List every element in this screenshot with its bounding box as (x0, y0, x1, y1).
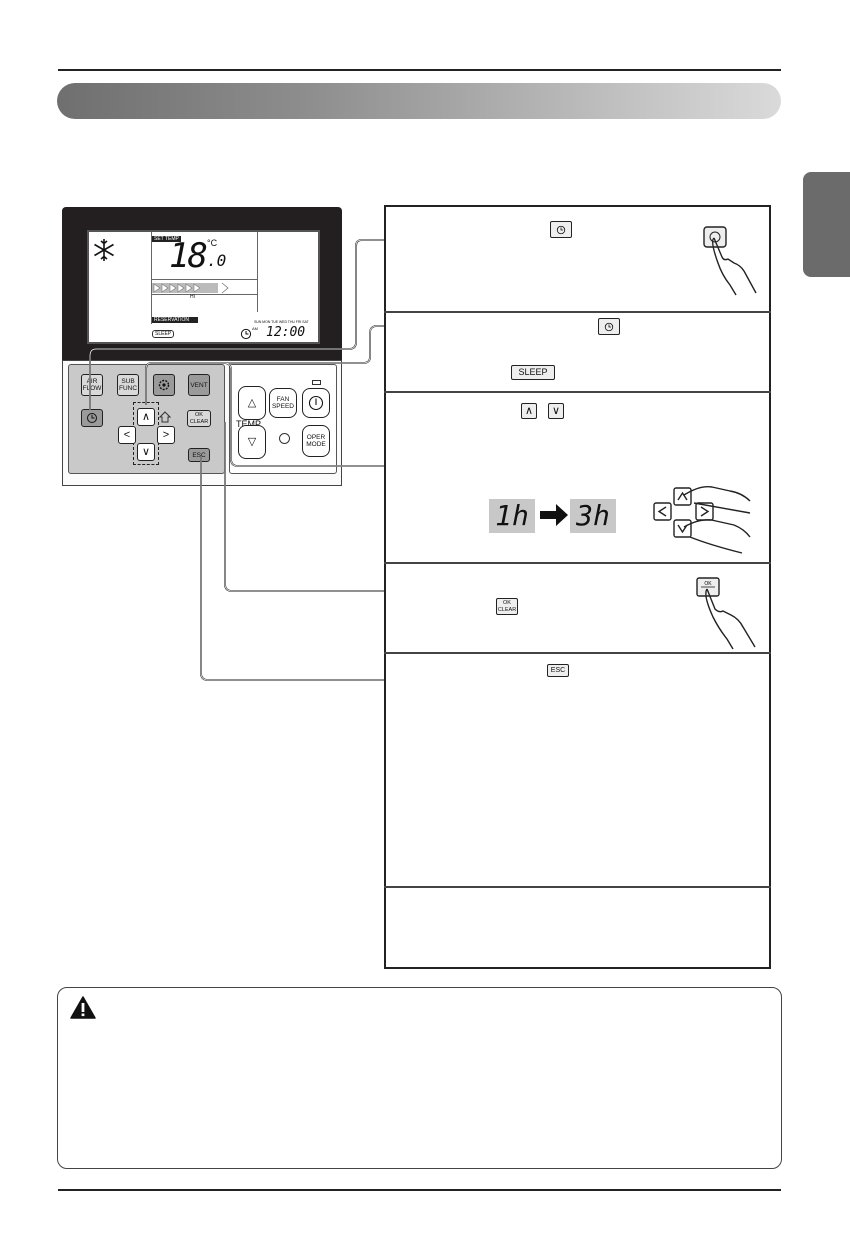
step-divider (384, 562, 771, 564)
reservation-tag: RESERVATION (152, 317, 198, 323)
display-before: 1h (489, 499, 535, 533)
key-label-line: SUB (121, 378, 135, 385)
temp-down-button[interactable]: ▽ (238, 425, 266, 459)
key-label-line: MODE (306, 441, 326, 448)
key-label-line: CLEAR (497, 606, 517, 613)
down-arrow-button[interactable]: ∨ (137, 443, 155, 461)
vent-button[interactable]: VENT (188, 374, 210, 396)
key-label-line: SPEED (271, 403, 295, 410)
svg-text:OK: OK (704, 581, 712, 587)
power-icon (308, 395, 324, 411)
display-after: 3h (570, 499, 616, 533)
timer-button[interactable] (81, 409, 103, 427)
key-label-line: FAN (276, 396, 290, 403)
caution-box (57, 987, 782, 1169)
triangle-down-icon: ▽ (247, 435, 257, 448)
esc-button[interactable]: ESC (188, 448, 210, 462)
arrow-right-icon (540, 504, 568, 526)
step3-down-key: ∨ (548, 403, 564, 419)
pressing-ok-hand-icon: OK (696, 577, 756, 650)
pressing-hand-icon (703, 226, 757, 296)
step-divider (384, 391, 771, 393)
chevron-left-icon: < (123, 428, 131, 441)
key-label-line: AIR (86, 378, 98, 385)
clock-icon (556, 225, 566, 234)
key-label-line: OK (195, 411, 203, 418)
up-arrow-button[interactable]: ∧ (137, 408, 155, 426)
settings-button[interactable] (153, 374, 175, 396)
step1-timer-key (550, 221, 572, 238)
lcd-clock: 12:00 (266, 325, 306, 340)
bottom-rule (58, 1189, 781, 1191)
lcd-clock-icon (240, 328, 252, 340)
language-side-tab (803, 172, 850, 277)
fan-speed-bars-icon (152, 282, 229, 294)
right-arrow-button[interactable]: > (157, 426, 175, 444)
chevron-up-icon: ∧ (141, 410, 151, 423)
step5-esc-key: ESC (547, 664, 569, 677)
indicator-lamp (279, 433, 290, 444)
steps-panel (384, 205, 771, 969)
temp-up-button[interactable]: △ (238, 386, 266, 420)
lcd-temperature-decimal: .0 (207, 251, 227, 270)
chevron-down-icon: ∨ (551, 404, 561, 417)
cooling-mode-icon (94, 239, 114, 261)
top-rule (58, 69, 781, 71)
clock-icon (604, 322, 614, 331)
section-title-bar (57, 83, 781, 119)
clock-icon (87, 413, 97, 423)
key-label-line: FUNC (118, 385, 138, 392)
sleep-tag: SLEEP (152, 330, 175, 338)
key-label-line: OK (503, 599, 511, 606)
home-icon (159, 411, 171, 423)
lcd-divider (151, 232, 152, 324)
lcd-temperature-unit: °C (207, 238, 218, 248)
key-label-line: OPER (306, 434, 326, 441)
arrow-keys-hands-illustration (653, 485, 751, 554)
lcd-am: AM (252, 326, 258, 331)
temp-label: TEMP (236, 419, 262, 429)
remote-lcd-screen: SET TEMP 18 .0 °C HI RESERVATION SLEEP S… (87, 230, 320, 344)
step-divider (384, 311, 771, 313)
step3-up-key: ∧ (521, 403, 537, 419)
lcd-divider (151, 294, 258, 295)
lcd-fan-level: HI (190, 294, 195, 300)
power-led (312, 380, 321, 385)
lcd-divider (151, 279, 258, 280)
key-label-line: FLOW (82, 385, 102, 392)
gear-icon (158, 379, 170, 391)
lcd-temperature: 18 (169, 236, 208, 276)
chevron-down-icon: ∨ (141, 445, 151, 458)
step2-sleep-key: SLEEP (511, 365, 555, 380)
step2-timer-key (598, 318, 620, 335)
step-divider (384, 886, 771, 888)
chevron-up-icon: ∧ (524, 404, 534, 417)
step-divider (384, 652, 771, 654)
lcd-divider (257, 232, 258, 312)
power-button[interactable] (302, 388, 330, 418)
left-arrow-button[interactable]: < (118, 426, 136, 444)
chevron-right-icon: > (162, 428, 170, 441)
key-label-line: CLEAR (189, 418, 209, 425)
warning-triangle-icon (70, 996, 96, 1019)
triangle-up-icon: △ (247, 396, 257, 409)
lcd-weekdays: SUN MON TUE WED THU FRI SAT (254, 320, 309, 324)
set-temp-tag: SET TEMP (152, 236, 181, 242)
